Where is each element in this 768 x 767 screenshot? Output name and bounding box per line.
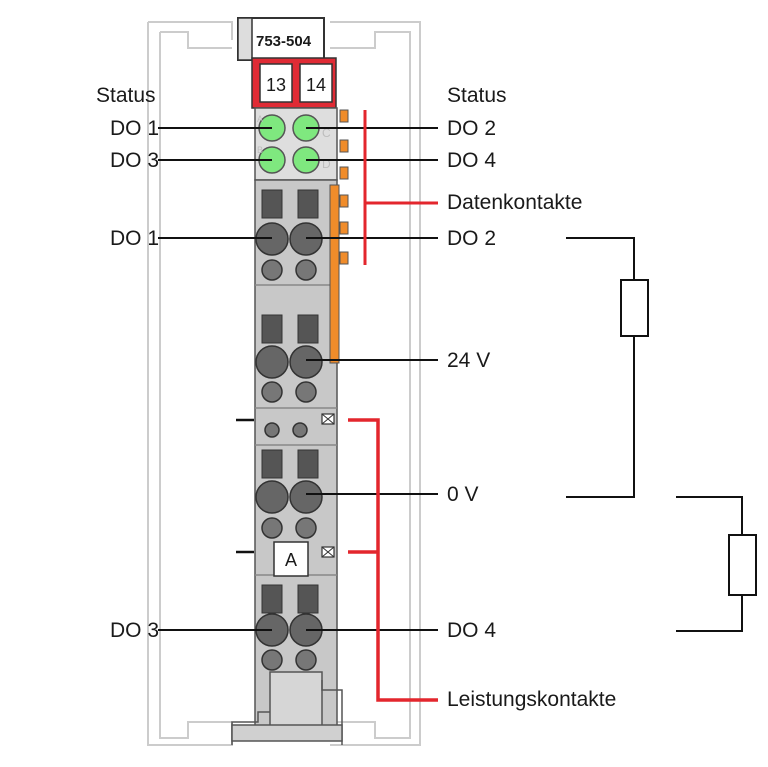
load-resistor-lower — [728, 534, 757, 596]
led-do3-label: DO 3 — [110, 149, 159, 172]
number-right: 14 — [306, 75, 326, 95]
load-wiring-upper — [566, 237, 649, 498]
power-contacts-bracket — [348, 418, 438, 702]
load-resistor-upper — [620, 279, 649, 337]
terminal-clamps — [255, 189, 335, 671]
datenkontakte-label: Datenkontakte — [447, 191, 582, 214]
terminal-24v-label: 24 V — [447, 349, 490, 372]
number-box-right — [299, 63, 333, 103]
terminal-0v-label: 0 V — [447, 483, 479, 506]
leader-lines — [158, 127, 438, 631]
channel-letter-c: C — [322, 126, 331, 140]
data-contacts-bracket — [363, 110, 438, 265]
status-label-right: Status — [447, 84, 507, 107]
channel-letter-d: D — [322, 157, 331, 171]
terminal-do1-label: DO 1 — [110, 227, 159, 250]
led-do4-label: DO 4 — [447, 149, 496, 172]
terminal-do3-label: DO 3 — [110, 619, 159, 642]
channel-letter-a: A — [257, 114, 263, 124]
load-wiring-lower — [676, 496, 757, 632]
terminal-do4-label: DO 4 — [447, 619, 496, 642]
number-box-left — [259, 63, 293, 103]
leistungskontakte-label: Leistungskontakte — [447, 688, 616, 711]
channel-letter-b: B — [257, 145, 263, 155]
data-contacts — [329, 109, 349, 364]
part-number: 753-504 — [256, 33, 312, 50]
status-label-left: Status — [96, 84, 156, 107]
led-do2-label: DO 2 — [447, 117, 496, 140]
led-do1-label: DO 1 — [110, 117, 159, 140]
marker-label: A — [285, 550, 297, 570]
terminal-do2-label: DO 2 — [447, 227, 496, 250]
number-left: 13 — [266, 75, 286, 95]
